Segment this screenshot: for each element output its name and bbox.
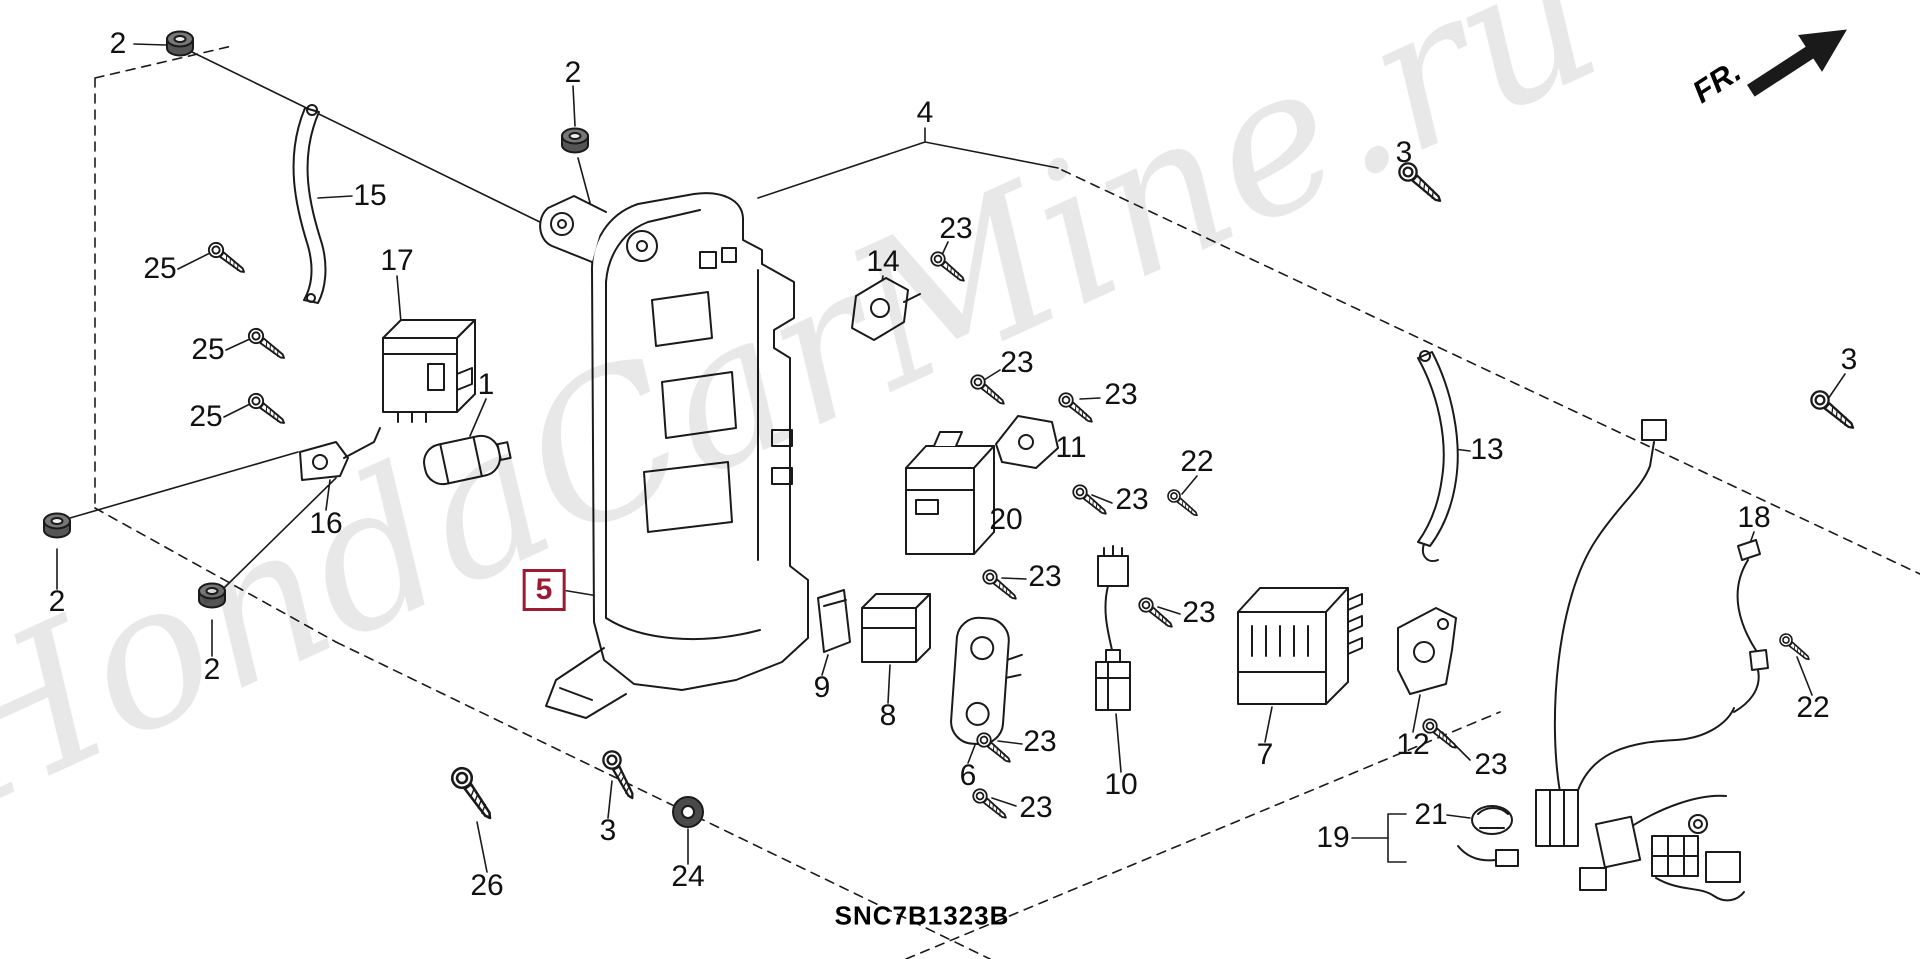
part-20-relay-drawing <box>905 431 995 555</box>
callout-2-grommet-a: 2 <box>109 27 127 60</box>
part-9-plate-drawing <box>817 589 851 653</box>
screw-icon <box>205 239 250 279</box>
callout-23-screw-h: 23 <box>1023 725 1057 758</box>
callout-20-relay: 20 <box>989 503 1023 536</box>
callout-25-screw-b: 25 <box>191 333 225 366</box>
screw-icon <box>1806 386 1860 436</box>
callout-1-fuse: 1 <box>477 368 495 401</box>
callout-2-grommet-b: 2 <box>564 56 582 89</box>
screw-icon <box>599 747 642 804</box>
callout-12-bracket: 12 <box>1396 728 1430 761</box>
grommet-icon <box>561 127 589 154</box>
callout-15-stay: 15 <box>353 179 387 212</box>
part-19-harness-drawing <box>1457 419 1745 902</box>
callout-23-screw-d: 23 <box>1115 483 1149 516</box>
part-4-5-fuse-box-drawing <box>539 192 809 719</box>
grommet-icon <box>198 582 226 609</box>
part-16-bracket-drawing <box>299 427 381 481</box>
callout-21-clip: 21 <box>1414 798 1448 831</box>
callout-18-sub-wire: 18 <box>1737 501 1771 534</box>
screw-icon <box>1776 630 1814 665</box>
grommet-icon <box>166 30 194 57</box>
part-17-relay-drawing <box>382 319 476 423</box>
screw-icon <box>969 785 1012 824</box>
screw-icon <box>979 566 1022 605</box>
callout-5-fuse-box-highlighted: 5 <box>522 569 566 611</box>
callout-23-screw-i: 23 <box>1019 791 1053 824</box>
callout-22-screw-b: 22 <box>1796 691 1830 724</box>
part-18-sub-wire-drawing <box>1733 539 1769 713</box>
callout-4-fuse-box: 4 <box>916 96 934 129</box>
part-11-bracket-drawing <box>995 415 1059 469</box>
callout-3-bolt-a: 3 <box>1395 136 1413 169</box>
screw-icon <box>447 763 500 825</box>
callout-11-bracket: 11 <box>1055 431 1087 464</box>
part-13-stay-drawing <box>1417 350 1459 562</box>
callout-17-relay: 17 <box>380 244 414 277</box>
callout-23-screw-e: 23 <box>1028 560 1062 593</box>
callout-23-screw-a: 23 <box>939 212 973 245</box>
callout-22-screw-a: 22 <box>1180 445 1214 478</box>
callout-25-screw-c: 25 <box>189 400 223 433</box>
part-7-relay-assembly-drawing <box>1237 587 1363 705</box>
callout-3-bolt-b: 3 <box>1840 343 1858 376</box>
part-6-bracket-drawing <box>950 616 1023 746</box>
screw-icon <box>927 248 970 287</box>
callout-16-bracket: 16 <box>309 507 343 540</box>
diagram-code: SNC7B1323B <box>834 900 1010 931</box>
callout-23-screw-b: 23 <box>1000 346 1034 379</box>
callout-19-harness: 19 <box>1316 821 1350 854</box>
callout-25-screw-a: 25 <box>143 252 177 285</box>
construction-lines <box>94 45 1920 959</box>
part-14-bracket-drawing <box>851 277 921 341</box>
screws-drawing <box>205 158 1860 825</box>
part-10-sensor-drawing <box>1095 545 1131 711</box>
callout-10-sensor: 10 <box>1104 768 1138 801</box>
callout-23-screw-c: 23 <box>1104 378 1138 411</box>
part-8-relay-drawing <box>861 593 931 663</box>
part-1-fuse-drawing <box>423 434 512 486</box>
callout-9-plate: 9 <box>813 671 831 704</box>
callout-24-grommet: 24 <box>671 860 705 893</box>
screw-icon <box>1135 594 1178 633</box>
callout-23-screw-g: 23 <box>1474 748 1508 781</box>
leader-lines <box>56 43 1846 873</box>
part-21-clip-drawing <box>1471 805 1513 835</box>
callout-7-relay-assembly: 7 <box>1256 738 1274 771</box>
grommet-icon <box>43 512 71 539</box>
callout-2-grommet-c: 2 <box>48 585 66 618</box>
part-24-grommet-drawing <box>672 796 704 828</box>
part-15-stay-drawing <box>292 104 327 304</box>
callout-8-relay: 8 <box>879 699 897 732</box>
callout-6-bracket: 6 <box>959 759 977 792</box>
screw-icon <box>245 325 290 365</box>
callout-23-screw-f: 23 <box>1182 596 1216 629</box>
part-12-bracket-drawing <box>1397 607 1457 695</box>
screw-icon <box>1055 389 1098 428</box>
callout-2-grommet-d: 2 <box>203 653 221 686</box>
callout-14-bracket: 14 <box>866 245 900 278</box>
screw-icon <box>245 390 290 430</box>
callout-26-bolt: 26 <box>470 869 504 902</box>
callout-3-bolt-c: 3 <box>599 814 617 847</box>
fr-arrow-icon <box>1746 29 1847 97</box>
callout-13-stay: 13 <box>1470 433 1504 466</box>
